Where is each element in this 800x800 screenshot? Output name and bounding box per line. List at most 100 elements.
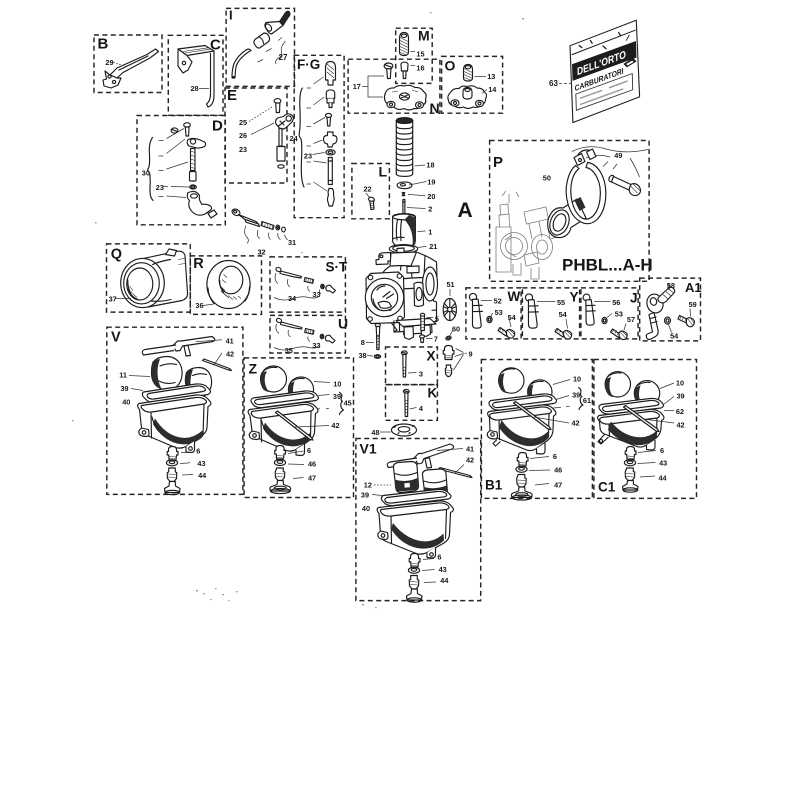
svg-text:39: 39: [361, 491, 369, 500]
svg-text:A1: A1: [685, 280, 702, 295]
svg-text:47: 47: [308, 473, 316, 482]
svg-text:K: K: [428, 386, 438, 401]
svg-text:23: 23: [239, 145, 247, 154]
svg-text:43: 43: [197, 459, 205, 468]
svg-text:7: 7: [434, 335, 438, 344]
svg-text:Y: Y: [570, 290, 579, 305]
svg-text:25: 25: [239, 118, 247, 127]
svg-text:13: 13: [487, 72, 495, 81]
svg-text:10: 10: [573, 375, 581, 384]
svg-text:6: 6: [437, 552, 441, 561]
svg-text:56: 56: [612, 298, 620, 307]
svg-text:41: 41: [466, 445, 474, 454]
svg-text:47: 47: [554, 481, 562, 490]
svg-text:55: 55: [557, 298, 565, 307]
svg-text:P: P: [493, 154, 503, 171]
svg-text:27: 27: [279, 53, 288, 62]
svg-text:Q: Q: [111, 247, 122, 263]
svg-text:6: 6: [660, 446, 664, 455]
svg-text:6: 6: [307, 446, 311, 455]
svg-text:4: 4: [419, 404, 424, 413]
svg-text:42: 42: [677, 420, 685, 429]
svg-text:45: 45: [344, 398, 352, 407]
svg-text:35: 35: [285, 346, 293, 355]
svg-text:16: 16: [416, 64, 424, 73]
svg-text:V: V: [111, 329, 121, 345]
svg-text:53: 53: [495, 308, 503, 317]
svg-text:C1: C1: [598, 480, 616, 495]
svg-text:30: 30: [142, 169, 150, 178]
svg-text:10: 10: [676, 379, 684, 388]
svg-text:D: D: [212, 117, 223, 134]
svg-text:23: 23: [304, 151, 312, 160]
svg-text:46: 46: [308, 460, 316, 469]
svg-text:39: 39: [677, 391, 685, 400]
svg-text:52: 52: [494, 297, 502, 306]
svg-text:39: 39: [572, 391, 580, 400]
svg-text:54: 54: [508, 313, 517, 322]
svg-text:46: 46: [554, 466, 562, 475]
svg-text:44: 44: [198, 471, 207, 480]
svg-text:9: 9: [469, 349, 473, 358]
svg-text:3: 3: [419, 369, 423, 378]
svg-text:A: A: [458, 199, 473, 222]
svg-text:63: 63: [549, 79, 558, 88]
svg-text:O: O: [445, 58, 456, 74]
svg-text:E: E: [227, 87, 237, 104]
svg-text:6: 6: [196, 447, 200, 456]
svg-text:R: R: [193, 256, 204, 272]
svg-text:6: 6: [553, 452, 557, 461]
svg-text:14: 14: [488, 85, 497, 94]
svg-text:22: 22: [364, 185, 372, 194]
svg-text:42: 42: [466, 456, 474, 465]
svg-text:40: 40: [362, 504, 370, 513]
svg-text:U: U: [338, 315, 348, 331]
svg-text:N: N: [430, 100, 440, 116]
svg-text:43: 43: [659, 459, 667, 468]
svg-text:38: 38: [359, 351, 367, 360]
svg-text:42: 42: [572, 418, 580, 427]
svg-text:Z: Z: [249, 360, 258, 376]
svg-text:26: 26: [239, 131, 247, 140]
svg-text:29: 29: [105, 58, 113, 67]
svg-text:28: 28: [191, 84, 199, 93]
svg-text:J: J: [630, 291, 638, 306]
svg-text:C: C: [210, 37, 221, 54]
svg-text:W: W: [508, 289, 521, 304]
svg-text:61: 61: [583, 396, 591, 405]
svg-text:F·G: F·G: [297, 57, 320, 72]
svg-text:39: 39: [121, 384, 129, 393]
svg-text:B1: B1: [485, 477, 503, 492]
svg-text:10: 10: [333, 380, 341, 389]
svg-text:62: 62: [676, 407, 684, 416]
svg-text:B: B: [98, 36, 109, 53]
svg-text:8: 8: [361, 338, 365, 347]
svg-text:51: 51: [447, 280, 455, 289]
svg-text:49: 49: [614, 151, 622, 160]
svg-text:32: 32: [258, 247, 266, 256]
svg-text:L: L: [379, 164, 388, 180]
svg-text:15: 15: [416, 49, 424, 58]
svg-text:58: 58: [667, 281, 675, 290]
svg-text:59: 59: [689, 300, 697, 309]
svg-text:19: 19: [427, 177, 435, 186]
svg-text:41: 41: [226, 337, 234, 346]
svg-text:37: 37: [109, 295, 117, 304]
svg-text:34: 34: [288, 294, 297, 303]
svg-text:2: 2: [428, 205, 432, 214]
svg-text:48: 48: [371, 428, 379, 437]
svg-text:X: X: [427, 349, 436, 364]
svg-text:33: 33: [312, 341, 320, 350]
svg-text:40: 40: [122, 397, 130, 406]
svg-text:57: 57: [627, 315, 635, 324]
svg-text:S·T: S·T: [326, 260, 349, 275]
svg-text:M: M: [418, 28, 430, 44]
svg-text:54: 54: [559, 310, 568, 319]
svg-text:V1: V1: [360, 440, 377, 456]
svg-text:20: 20: [427, 192, 435, 201]
svg-text:42: 42: [331, 421, 339, 430]
svg-text:5: 5: [435, 315, 439, 324]
svg-text:11: 11: [119, 371, 127, 380]
svg-text:24: 24: [290, 134, 299, 143]
svg-text:21: 21: [429, 242, 437, 251]
